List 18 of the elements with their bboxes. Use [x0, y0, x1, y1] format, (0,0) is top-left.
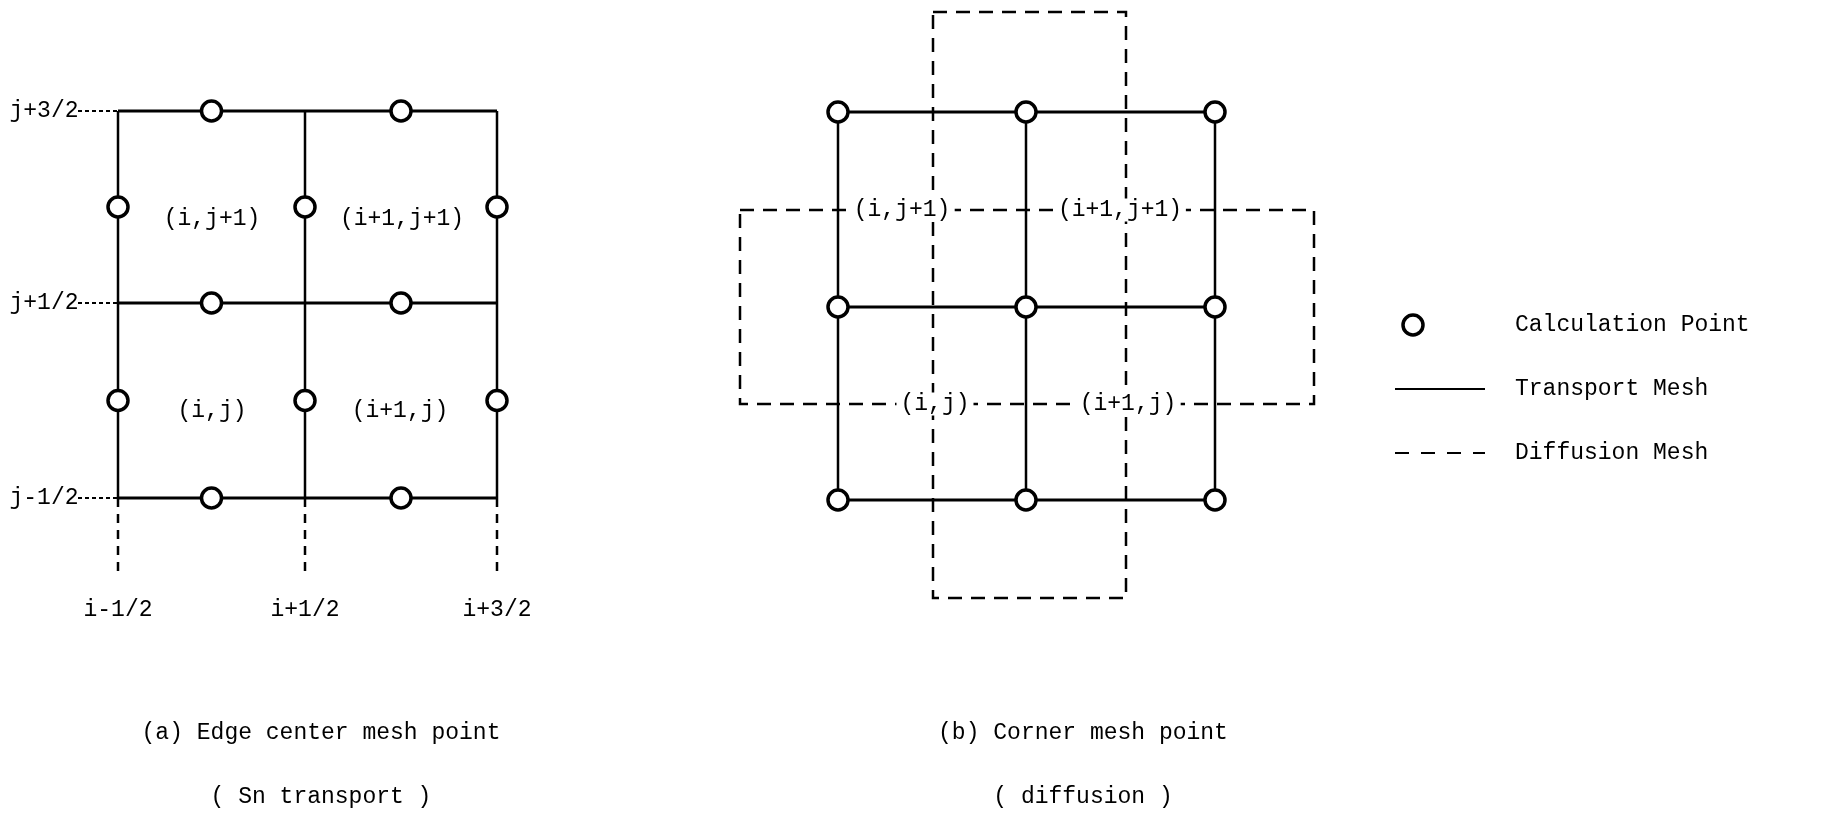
cell-label: (i+1,j)	[351, 399, 449, 423]
figure-caption: ( Sn transport )	[210, 785, 432, 809]
column-index-label: i+3/2	[462, 598, 532, 622]
cell-label: (i,j+1)	[163, 207, 261, 231]
row-index-label: j+1/2	[9, 291, 79, 315]
row-index-label: j+3/2	[9, 99, 79, 123]
figure-caption: (b) Corner mesh point	[938, 721, 1228, 745]
legend-label: Calculation Point	[1515, 310, 1750, 340]
row-index-label: j-1/2	[9, 486, 79, 510]
figure-caption: ( diffusion )	[993, 785, 1173, 809]
column-index-label: i+1/2	[270, 598, 340, 622]
cell-label: (i+1,j+1)	[339, 207, 465, 231]
cell-label: (i,j)	[896, 392, 974, 416]
legend-label: Diffusion Mesh	[1515, 438, 1709, 468]
legend-label: Transport Mesh	[1515, 374, 1709, 404]
cell-label: (i,j)	[177, 399, 247, 423]
column-index-label: i-1/2	[83, 598, 153, 622]
figure-caption: (a) Edge center mesh point	[141, 721, 501, 745]
